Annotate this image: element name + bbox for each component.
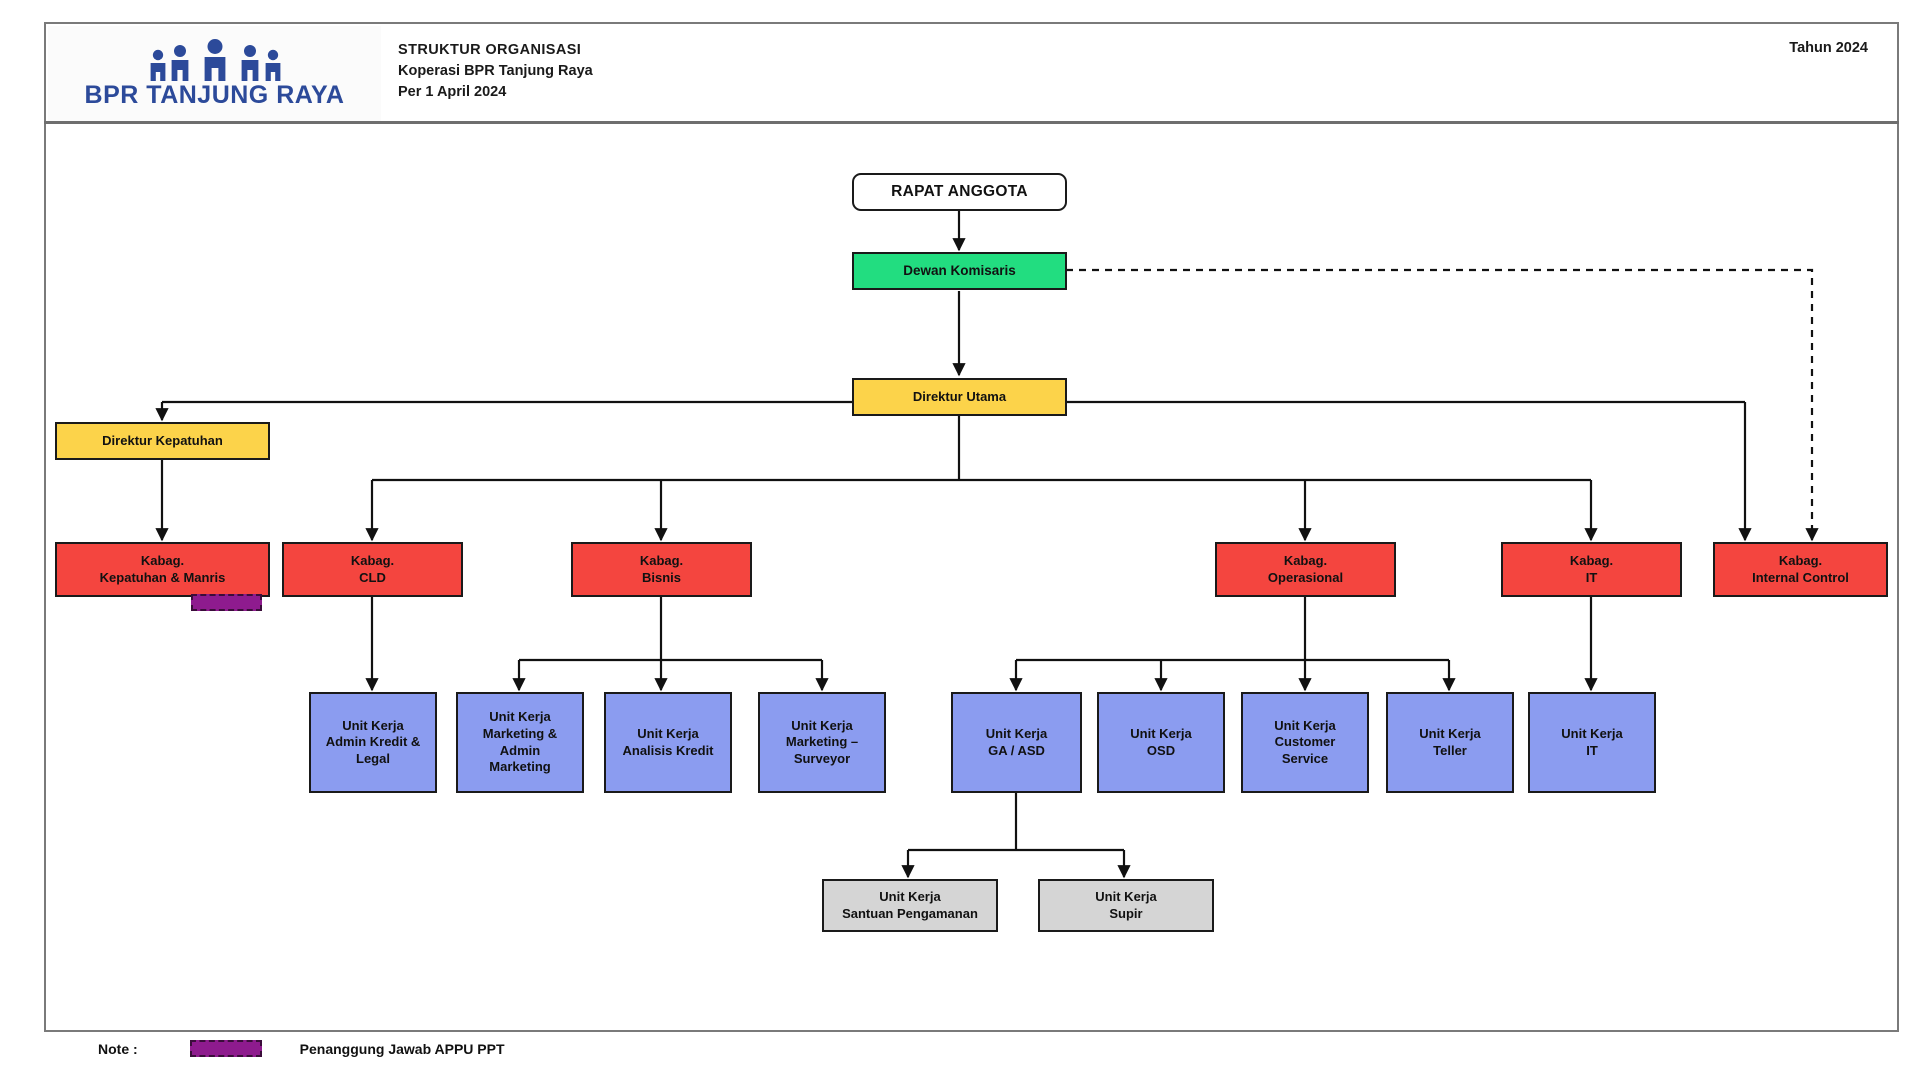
node-uk-marketing-admin-marketing[interactable]: Unit Kerja Marketing & Admin Marketing bbox=[456, 692, 584, 793]
node-uk-analisis-kredit[interactable]: Unit Kerja Analisis Kredit bbox=[604, 692, 732, 793]
title-block: STRUKTUR ORGANISASI Koperasi BPR Tanjung… bbox=[398, 40, 593, 103]
node-direktur-kepatuhan[interactable]: Direktur Kepatuhan bbox=[55, 422, 270, 460]
node-uk-santuan-pengamanan[interactable]: Unit Kerja Santuan Pengamanan bbox=[822, 879, 998, 932]
appu-ppt-marker bbox=[191, 594, 262, 611]
node-kabag-internal-control[interactable]: Kabag. Internal Control bbox=[1713, 542, 1888, 597]
appu-legend-swatch bbox=[189, 1040, 262, 1057]
node-uk-supir[interactable]: Unit Kerja Supir bbox=[1038, 879, 1214, 932]
year-label: Tahun 2024 bbox=[1789, 40, 1868, 56]
node-kabag-kepatuhan-manris[interactable]: Kabag. Kepatuhan & Manris bbox=[55, 542, 270, 597]
title-line-3: Per 1 April 2024 bbox=[398, 84, 507, 101]
node-uk-osd[interactable]: Unit Kerja OSD bbox=[1097, 692, 1225, 793]
logo-wordmark: BPR TANJUNG RAYA bbox=[84, 81, 345, 109]
legend-note: Note : Penanggung Jawab APPU PPT bbox=[98, 1040, 505, 1057]
node-uk-customer-service[interactable]: Unit Kerja Customer Service bbox=[1241, 692, 1369, 793]
node-rapat-anggota[interactable]: RAPAT ANGGOTA bbox=[852, 173, 1067, 211]
title-line-1: STRUKTUR ORGANISASI bbox=[398, 42, 582, 58]
note-label: Note : bbox=[98, 1040, 138, 1057]
node-uk-admin-kredit-legal[interactable]: Unit Kerja Admin Kredit & Legal bbox=[309, 692, 437, 793]
node-direktur-utama[interactable]: Direktur Utama bbox=[852, 378, 1067, 416]
node-uk-marketing-surveyor[interactable]: Unit Kerja Marketing – Surveyor bbox=[758, 692, 886, 793]
node-kabag-operasional[interactable]: Kabag. Operasional bbox=[1215, 542, 1396, 597]
node-kabag-it[interactable]: Kabag. IT bbox=[1501, 542, 1682, 597]
header-band bbox=[44, 22, 1899, 124]
people-group-icon bbox=[150, 39, 280, 81]
title-line-2: Koperasi BPR Tanjung Raya bbox=[398, 63, 593, 80]
node-dewan-komisaris[interactable]: Dewan Komisaris bbox=[852, 252, 1067, 290]
note-text: Penanggung Jawab APPU PPT bbox=[299, 1040, 505, 1057]
node-uk-ga-asd[interactable]: Unit Kerja GA / ASD bbox=[951, 692, 1082, 793]
node-kabag-bisnis[interactable]: Kabag. Bisnis bbox=[571, 542, 752, 597]
company-logo: BPR TANJUNG RAYA bbox=[48, 26, 381, 121]
node-uk-teller[interactable]: Unit Kerja Teller bbox=[1386, 692, 1514, 793]
node-uk-it[interactable]: Unit Kerja IT bbox=[1528, 692, 1656, 793]
node-kabag-cld[interactable]: Kabag. CLD bbox=[282, 542, 463, 597]
